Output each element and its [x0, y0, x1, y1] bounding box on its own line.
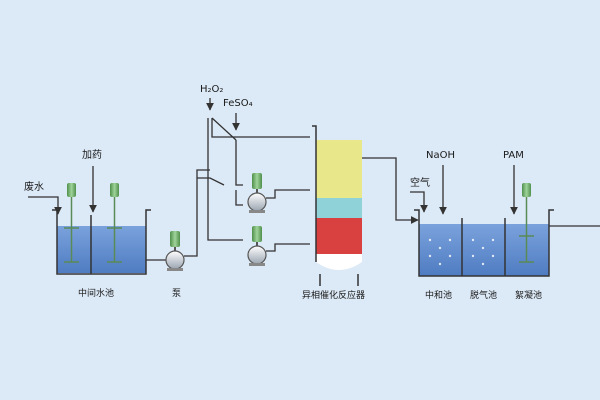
pump-icon — [247, 173, 267, 213]
stirrer-icon — [519, 183, 534, 263]
pipe — [362, 157, 419, 224]
pipe — [266, 189, 310, 199]
pam-label: PAM — [503, 150, 524, 161]
pipe — [197, 177, 225, 186]
air-label: 空气 — [410, 176, 430, 189]
pipe — [184, 169, 210, 257]
reactor-bottom — [316, 254, 362, 270]
feso4-label: FeSO₄ — [223, 98, 253, 109]
pipe — [235, 140, 243, 186]
pipe — [207, 118, 243, 241]
tank-water — [57, 226, 146, 273]
pipe — [266, 243, 310, 252]
intermediate-tank — [52, 183, 151, 275]
neutralization-tank-label: 中和池 — [425, 289, 452, 301]
degassing-tank-label: 脱气池 — [470, 289, 497, 301]
catalytic-reactor — [312, 125, 362, 286]
reactor-layer-red — [316, 218, 362, 254]
wastewater-inlet-arrow — [28, 196, 62, 215]
intermediate-tank-label: 中间水池 — [78, 287, 114, 299]
pump-label: 泵 — [172, 288, 181, 299]
stirrer-icon — [107, 183, 122, 263]
reactor-layer-cyan — [316, 198, 362, 218]
pipe — [235, 190, 243, 206]
stirrer-icon — [64, 183, 79, 263]
treatment-tank-group — [414, 183, 554, 277]
reactor-layer-yellow — [316, 140, 362, 198]
aeration-bubbles — [428, 238, 495, 266]
h2o2-label: H₂O₂ — [200, 84, 223, 95]
pipe — [211, 118, 310, 138]
wastewater-label: 废水 — [24, 180, 44, 193]
naoh-label: NaOH — [426, 150, 455, 161]
reactor-label: 异相催化反应器 — [302, 289, 365, 301]
flocculation-tank-label: 絮凝池 — [515, 289, 542, 301]
pipe — [211, 117, 237, 141]
tank-water — [419, 224, 549, 276]
pump-icon — [247, 226, 267, 266]
air-inlet-arrow — [410, 191, 428, 213]
pump-icon — [165, 231, 185, 271]
dosing-label: 加药 — [82, 149, 102, 161]
